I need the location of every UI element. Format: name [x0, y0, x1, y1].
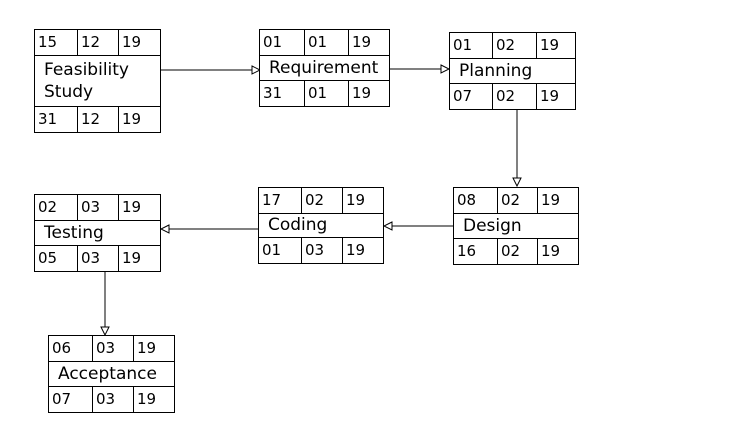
end-month: 01	[305, 81, 349, 106]
start-year: 19	[122, 198, 142, 216]
node-label: Acceptance	[58, 363, 157, 384]
start-year: 19	[122, 33, 142, 51]
start-date-row: 08 02 19	[454, 188, 578, 214]
edge-planning-to-design	[512, 110, 522, 188]
end-year: 19	[137, 390, 157, 408]
node-feasibility-study: 15 12 19 Feasibility Study 31 12 19	[34, 29, 161, 133]
end-year: 19	[540, 87, 560, 105]
start-month: 01	[305, 30, 349, 55]
start-day: 17	[259, 188, 302, 213]
start-month: 03	[78, 195, 119, 220]
node-label: Feasibility Study	[44, 59, 129, 102]
end-year: 19	[122, 249, 142, 267]
node-label: Testing	[44, 222, 104, 243]
end-year: 19	[352, 84, 372, 102]
edge-requirement-to-planning	[390, 64, 451, 74]
node-requirement: 01 01 19 Requirement 31 01 19	[259, 29, 390, 107]
start-year: 19	[541, 191, 561, 209]
node-label: Coding	[268, 215, 328, 236]
end-day: 07	[450, 84, 493, 109]
end-day: 16	[454, 239, 498, 264]
node-design: 08 02 19 Design 16 02 19	[453, 187, 579, 265]
start-day: 01	[260, 30, 305, 55]
edge-coding-to-testing	[159, 224, 258, 234]
end-day: 01	[259, 238, 302, 263]
start-day: 02	[35, 195, 78, 220]
start-date-row: 06 03 19	[49, 336, 174, 362]
start-month: 03	[93, 336, 134, 361]
end-month: 03	[93, 387, 134, 412]
end-date-row: 31 01 19	[260, 80, 389, 106]
start-date-row: 15 12 19	[35, 30, 160, 56]
start-year: 19	[137, 339, 157, 357]
end-date-row: 07 02 19	[450, 83, 575, 109]
end-month: 02	[493, 84, 537, 109]
end-month: 03	[78, 246, 119, 271]
end-year: 19	[122, 110, 142, 128]
end-day: 07	[49, 387, 93, 412]
edge-feasibility-to-requirement	[161, 65, 262, 75]
start-date-row: 01 02 19	[450, 33, 575, 59]
end-day: 05	[35, 246, 78, 271]
end-date-row: 16 02 19	[454, 238, 578, 264]
start-year: 19	[346, 191, 366, 209]
start-day: 08	[454, 188, 498, 213]
start-year: 19	[352, 33, 372, 51]
end-day: 31	[35, 107, 78, 132]
end-day: 31	[260, 81, 305, 106]
start-day: 01	[450, 33, 493, 58]
start-date-row: 17 02 19	[259, 188, 383, 214]
node-planning: 01 02 19 Planning 07 02 19	[449, 32, 576, 110]
end-date-row: 05 03 19	[35, 245, 160, 271]
node-coding: 17 02 19 Coding 01 03 19	[258, 187, 384, 264]
start-date-row: 02 03 19	[35, 195, 160, 221]
end-year: 19	[541, 242, 561, 260]
end-month: 03	[302, 238, 343, 263]
start-month: 02	[498, 188, 538, 213]
node-label: Design	[463, 215, 522, 236]
end-year: 19	[346, 241, 366, 259]
edge-testing-to-acceptance	[100, 272, 110, 337]
end-month: 02	[498, 239, 538, 264]
edge-design-to-coding	[382, 221, 453, 231]
start-date-row: 01 01 19	[260, 30, 389, 56]
start-month: 02	[302, 188, 343, 213]
end-month: 12	[78, 107, 119, 132]
start-month: 12	[78, 30, 119, 55]
end-date-row: 07 03 19	[49, 386, 174, 412]
end-date-row: 01 03 19	[259, 237, 383, 263]
node-label: Requirement	[269, 57, 379, 78]
start-year: 19	[540, 36, 560, 54]
start-month: 02	[493, 33, 537, 58]
node-acceptance: 06 03 19 Acceptance 07 03 19	[48, 335, 175, 413]
end-date-row: 31 12 19	[35, 106, 160, 132]
start-day: 15	[35, 30, 78, 55]
node-testing: 02 03 19 Testing 05 03 19	[34, 194, 161, 272]
node-label: Planning	[459, 60, 533, 81]
start-day: 06	[49, 336, 93, 361]
